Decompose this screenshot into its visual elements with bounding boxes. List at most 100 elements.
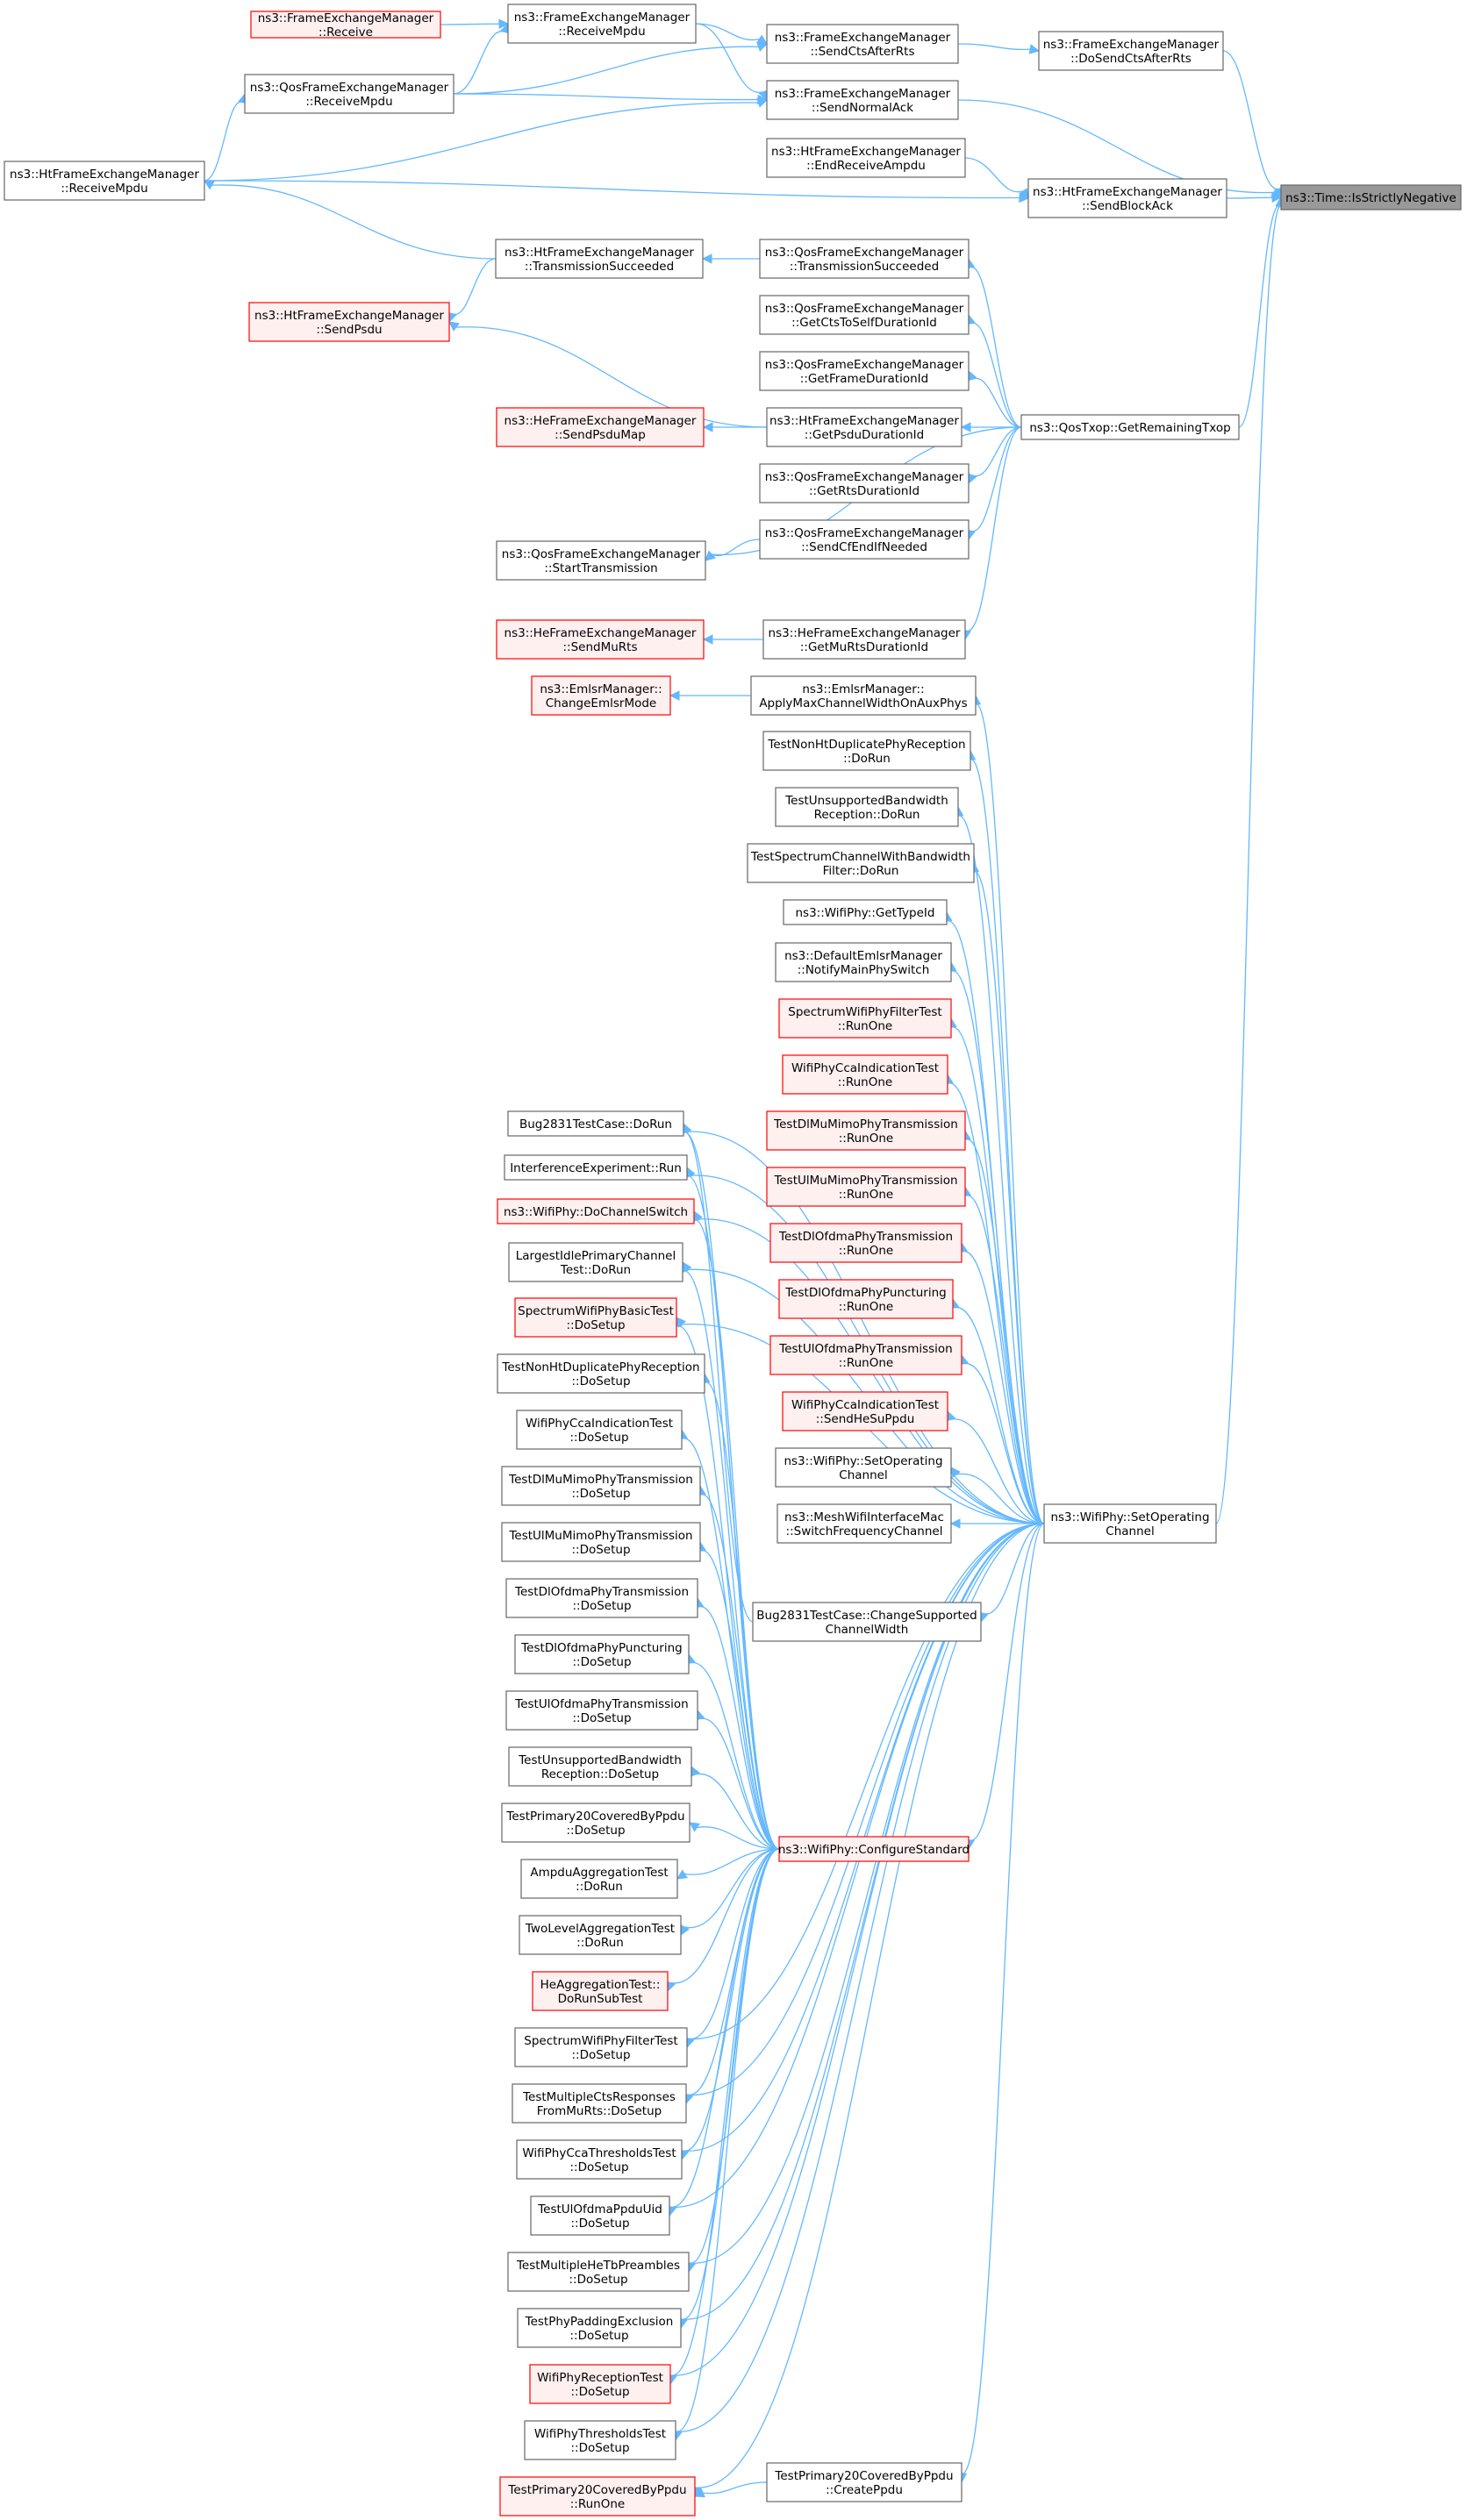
node-changeEmlsr[interactable]: ns3::EmlsrManager::ChangeEmlsrMode [531, 675, 671, 716]
node-label-line: ns3::HeFrameExchangeManager [769, 626, 961, 640]
node-ulOfdmaRunOne[interactable]: TestUlOfdmaPhyTransmission::RunOne [769, 1335, 962, 1375]
node-sendCtsAfterRts[interactable]: ns3::FrameExchangeManager::SendCtsAfterR… [766, 24, 959, 64]
node-getRemainingTxop[interactable]: ns3::QosTxop::GetRemainingTxop [1020, 414, 1240, 440]
node-label-line: TwoLevelAggregationTest [525, 1922, 675, 1936]
node-primary20RunOne[interactable]: TestPrimary20CoveredByPpdu::RunOne [499, 2476, 696, 2516]
node-interfRun[interactable]: InterferenceExperiment::Run [504, 1154, 688, 1181]
node-specFilterRunOne[interactable]: SpectrumWifiPhyFilterTest::RunOne [778, 998, 952, 1039]
node-dlOfdmaRunOne[interactable]: TestDlOfdmaPhyTransmission::RunOne [769, 1223, 962, 1263]
node-heSendPsduMap[interactable]: ns3::HeFrameExchangeManager::SendPsduMap [496, 407, 705, 447]
node-getRtsDur[interactable]: ns3::QosFrameExchangeManager::GetRtsDura… [759, 463, 970, 503]
node-label-line: ::RunOne [839, 1300, 893, 1314]
node-notifyMainPhy[interactable]: ns3::DefaultEmlsrManager::NotifyMainPhyS… [775, 942, 952, 982]
node-feReceiveMpdu[interactable]: ns3::FrameExchangeManager::ReceiveMpdu [507, 4, 697, 44]
node-label-line: ::DoSetup [569, 2329, 628, 2343]
node-getPsduDur[interactable]: ns3::HtFrameExchangeManager::GetPsduDura… [766, 407, 962, 447]
node-getCtsToSelf[interactable]: ns3::QosFrameExchangeManager::GetCtsToSe… [759, 295, 970, 335]
node-label-line: TestPrimary20CoveredByPpdu [507, 2483, 686, 2497]
node-label-line: TestDlOfdmaPhyTransmission [514, 1585, 689, 1599]
node-ulMuMimoSetup[interactable]: TestUlMuMimoPhyTransmission::DoSetup [501, 1522, 701, 1562]
node-label-line: ns3::EmlsrManager:: [540, 682, 662, 696]
node-box [766, 1167, 966, 1207]
node-box [495, 239, 704, 279]
node-box [504, 1154, 688, 1181]
node-htSendPsdu[interactable]: ns3::HtFrameExchangeManager::SendPsdu [248, 302, 450, 342]
node-box [778, 1836, 970, 1862]
node-label-line: AmpduAggregationTest [530, 1866, 668, 1880]
node-dlPunctSetup[interactable]: TestDlOfdmaPhyPuncturing::DoSetup [514, 1634, 690, 1674]
node-startTx[interactable]: ns3::QosFrameExchangeManager::StartTrans… [496, 540, 706, 581]
node-endReceiveAmpdu[interactable]: ns3::HtFrameExchangeManager::EndReceiveA… [766, 138, 966, 178]
node-sendNormalAck[interactable]: ns3::FrameExchangeManager::SendNormalAck [766, 80, 959, 120]
node-ampduAgg[interactable]: AmpduAggregationTest::DoRun [520, 1859, 678, 1899]
node-htTxSucceeded[interactable]: ns3::HtFrameExchangeManager::Transmissio… [495, 239, 704, 279]
node-multiHeTbSetup[interactable]: TestMultipleHeTbPreambles::DoSetup [507, 2252, 690, 2292]
node-box [508, 1242, 683, 1282]
node-twoLevelAgg[interactable]: TwoLevelAggregationTest::DoRun [519, 1915, 682, 1955]
node-ccaIndSetup[interactable]: WifiPhyCcaIndicationTest::DoSetup [516, 1410, 683, 1450]
call-edge-setOpChan-to-padExclSetup [677, 1523, 1045, 2330]
node-primary20Setup[interactable]: TestPrimary20CoveredByPpdu::DoSetup [501, 1803, 691, 1843]
node-bugChangeCw[interactable]: Bug2831TestCase::ChangeSupportedChannelW… [752, 1602, 982, 1642]
node-dlOfdmaSetup[interactable]: TestDlOfdmaPhyTransmission::DoSetup [505, 1578, 698, 1618]
node-tSpecChanBw[interactable]: TestSpectrumChannelWithBandwidthFilter::… [747, 843, 975, 883]
node-heAggSub[interactable]: HeAggregationTest::DoRunSubTest [532, 1971, 669, 2011]
node-specFilterSetup[interactable]: SpectrumWifiPhyFilterTest::DoSetup [514, 2027, 688, 2067]
node-dlMuMimoSetup[interactable]: TestDlMuMimoPhyTransmission::DoSetup [501, 1466, 701, 1506]
node-box [520, 1859, 678, 1899]
node-box [248, 302, 450, 342]
node-heSendMuRts[interactable]: ns3::HeFrameExchangeManager::SendMuRts [496, 619, 705, 660]
node-box [775, 787, 959, 827]
node-ulOfdmaUidSetup[interactable]: TestUlOfdmaPpduUid::DoSetup [530, 2195, 670, 2236]
node-dlMuMimoRunOne[interactable]: TestDlMuMimoPhyTransmission::RunOne [766, 1110, 966, 1151]
node-unsupBwSetup[interactable]: TestUnsupportedBandwidthReception::DoSet… [508, 1746, 692, 1787]
node-bugDoRun[interactable]: Bug2831TestCase::DoRun [507, 1110, 684, 1137]
node-label-line: ns3::QosFrameExchangeManager [502, 547, 701, 561]
node-label-line: TestDlMuMimoPhyTransmission [508, 1473, 693, 1487]
node-sendCfEnd[interactable]: ns3::QosFrameExchangeManager::SendCfEndI… [759, 519, 970, 560]
call-edge-setOpChan-to-applyMaxCw [970, 694, 1045, 1524]
node-ulMuMimoRunOne[interactable]: TestUlMuMimoPhyTransmission::RunOne [766, 1167, 966, 1207]
node-specBasicSetup[interactable]: SpectrumWifiPhyBasicTest::DoSetup [514, 1297, 677, 1338]
node-box [497, 1353, 705, 1394]
node-ulOfdmaSetup[interactable]: TestUlOfdmaPhyTransmission::DoSetup [505, 1690, 698, 1731]
node-primary20Create[interactable]: TestPrimary20CoveredByPpdu::CreatePpdu [766, 2462, 962, 2502]
node-feReceive[interactable]: ns3::FrameExchangeManager::Receive [250, 11, 441, 39]
node-label-line: ::DoSetup [569, 1431, 628, 1445]
node-tNonHtDupDoRun[interactable]: TestNonHtDuplicatePhyReception::DoRun [762, 731, 971, 771]
node-getMuRtsDur[interactable]: ns3::HeFrameExchangeManager::GetMuRtsDur… [762, 619, 966, 660]
node-htReceiveMpdu[interactable]: ns3::HtFrameExchangeManager::ReceiveMpdu [4, 161, 205, 201]
node-meshSwitchFreq[interactable]: ns3::MeshWifiInterfaceMac::SwitchFrequen… [776, 1503, 952, 1544]
node-box [508, 1746, 692, 1787]
node-rxTestSetup[interactable]: WifiPhyReceptionTest::DoSetup [529, 2364, 671, 2404]
node-doSendCts[interactable]: ns3::FrameExchangeManager::DoSendCtsAfte… [1038, 31, 1224, 71]
node-ccaSendHeSu[interactable]: WifiPhyCcaIndicationTest::SendHeSuPpdu [782, 1391, 948, 1431]
node-label-line: Channel [1106, 1524, 1154, 1538]
node-ccaIndRunOne[interactable]: WifiPhyCcaIndicationTest::RunOne [782, 1054, 948, 1095]
node-dlPunctRunOne[interactable]: TestDlOfdmaPhyPuncturing::RunOne [778, 1279, 954, 1319]
node-ccaThreshSetup[interactable]: WifiPhyCcaThresholdsTest::DoSetup [516, 2139, 683, 2180]
node-box [505, 1690, 698, 1731]
node-getFrameDur[interactable]: ns3::QosFrameExchangeManager::GetFrameDu… [759, 351, 970, 391]
node-threshSetup[interactable]: WifiPhyThresholdsTest::DoSetup [524, 2420, 676, 2460]
node-box [769, 1223, 962, 1263]
node-padExclSetup[interactable]: TestPhyPaddingExclusion::DoSetup [517, 2308, 682, 2348]
node-label-line: ns3::FrameExchangeManager [514, 11, 691, 25]
node-qosTxSucceeded[interactable]: ns3::QosFrameExchangeManager::Transmissi… [759, 239, 970, 279]
node-doChanSwitch[interactable]: ns3::WifiPhy::DoChannelSwitch [497, 1198, 695, 1224]
node-root[interactable]: ns3::Time::IsStrictlyNegative [1280, 184, 1462, 211]
node-applyMaxCw[interactable]: ns3::EmlsrManager::ApplyMaxChannelWidthO… [750, 675, 977, 716]
node-wifiGetTypeId[interactable]: ns3::WifiPhy::GetTypeId [783, 899, 948, 925]
node-nonHtDupSetup[interactable]: TestNonHtDuplicatePhyReception::DoSetup [497, 1353, 705, 1394]
node-multiCtsSetup[interactable]: TestMultipleCtsResponsesFromMuRts::DoSet… [512, 2083, 687, 2124]
node-label-line: ::RunOne [839, 1244, 893, 1258]
node-label-line: ns3::HtFrameExchangeManager [254, 309, 444, 323]
node-qosReceiveMpdu[interactable]: ns3::QosFrameExchangeManager::ReceiveMpd… [244, 74, 454, 114]
call-edge-configStd-to-dlMuMimoSetup [696, 1484, 780, 1850]
node-sendBlockAck[interactable]: ns3::HtFrameExchangeManager::SendBlockAc… [1027, 178, 1227, 218]
node-configStd[interactable]: ns3::WifiPhy::ConfigureStandard [778, 1836, 970, 1862]
